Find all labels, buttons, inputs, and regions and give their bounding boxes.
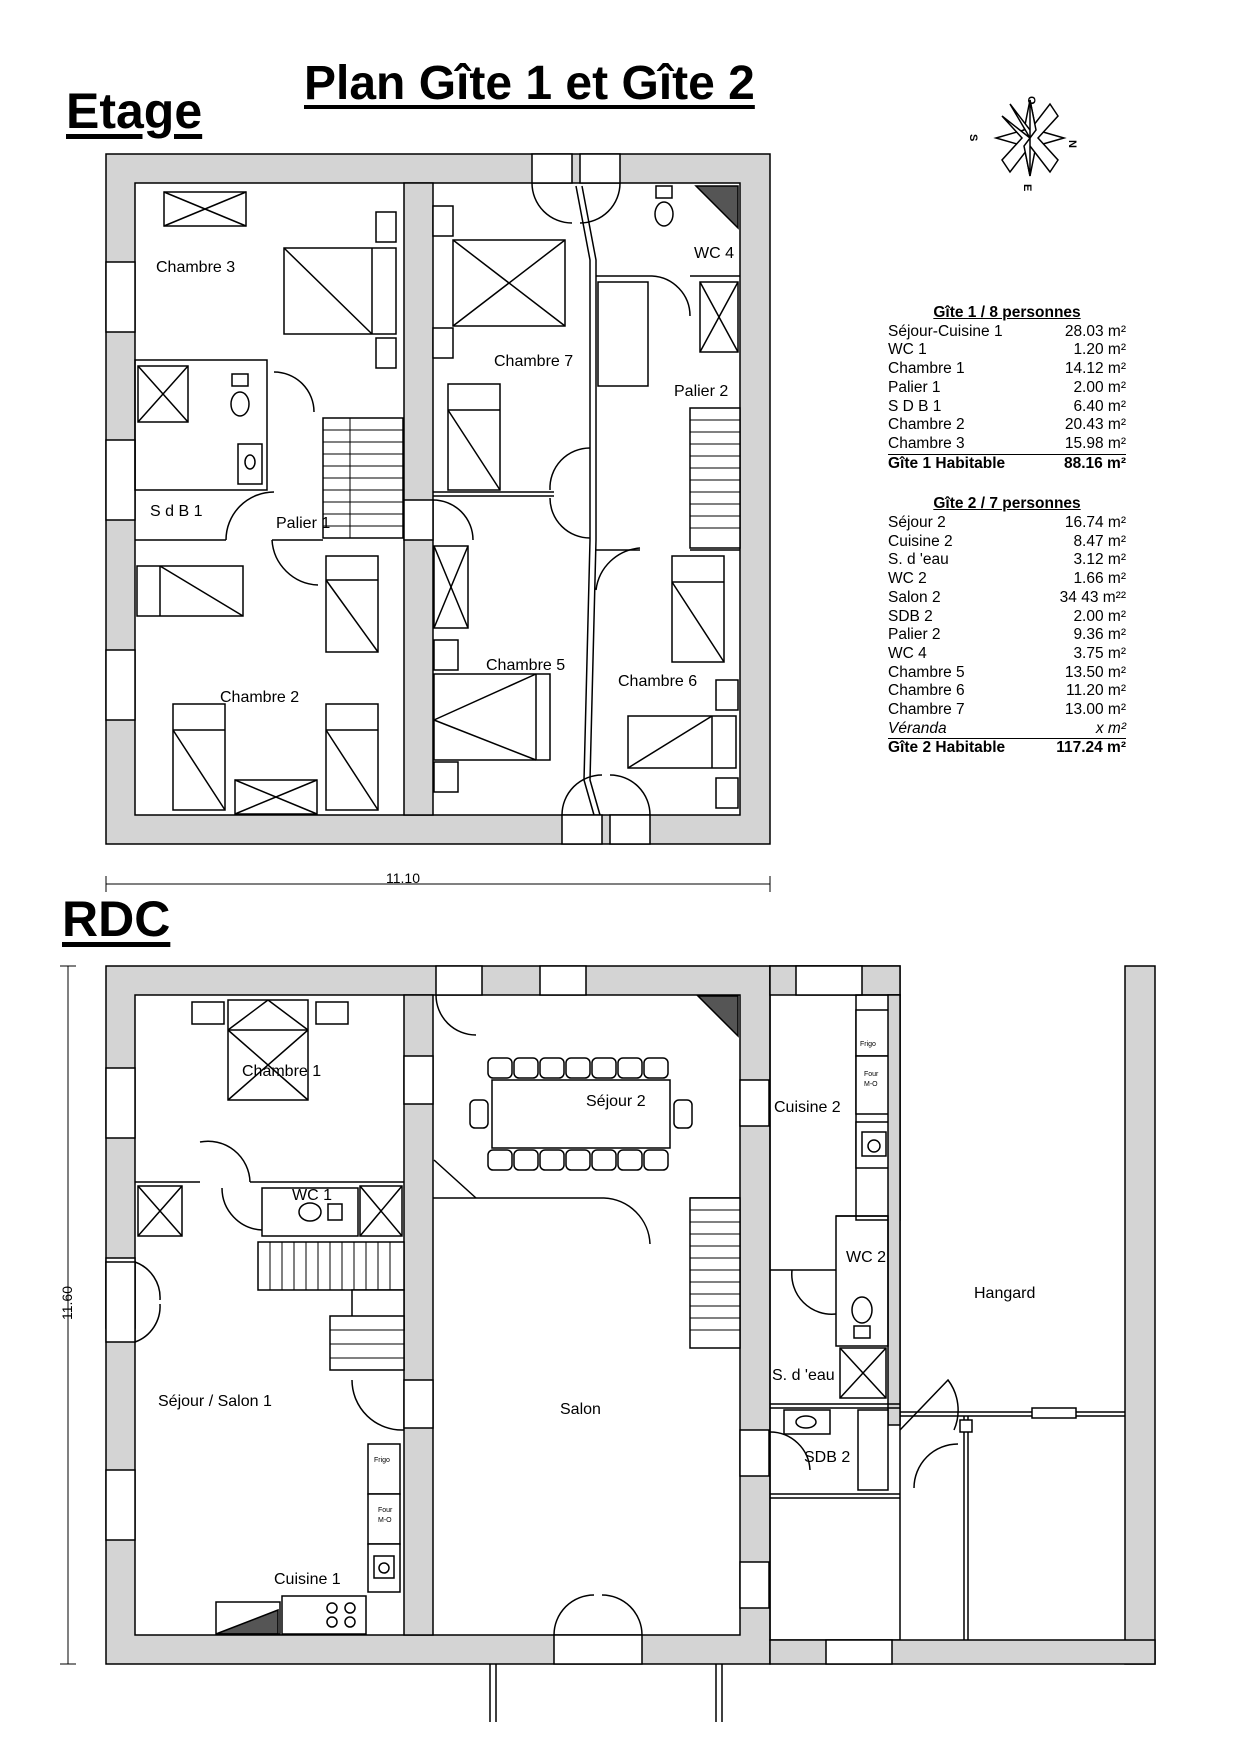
room-label-chambre7: Chambre 7 bbox=[494, 353, 573, 370]
width-dimension-label: 11.10 bbox=[386, 870, 420, 886]
height-dimension bbox=[60, 965, 76, 1665]
gite2-heading: Gîte 2 / 7 personnes bbox=[933, 495, 1081, 513]
appliance-four-1: Four bbox=[378, 1507, 393, 1514]
compass-n: N bbox=[1066, 140, 1078, 148]
room-label-chambre1: Chambre 1 bbox=[242, 1063, 321, 1080]
compass-o: O bbox=[1025, 96, 1037, 105]
room-label-chambre6: Chambre 6 bbox=[618, 673, 697, 690]
room-label-chambre5: Chambre 5 bbox=[486, 657, 565, 674]
room-label-chambre2: Chambre 2 bbox=[220, 689, 299, 706]
upper-floor-plan bbox=[105, 153, 771, 845]
room-label-sejour2: Séjour 2 bbox=[586, 1093, 646, 1110]
appliance-four-2: Four bbox=[864, 1071, 879, 1078]
room-label-hangard: Hangard bbox=[974, 1285, 1035, 1302]
appliance-frigo-1: Frigo bbox=[374, 1457, 390, 1464]
room-label-sdb2: SDB 2 bbox=[804, 1449, 850, 1466]
room-label-palier2: Palier 2 bbox=[674, 383, 728, 400]
room-label-palier1: Palier 1 bbox=[276, 515, 330, 532]
room-label-sejour-salon1: Séjour / Salon 1 bbox=[158, 1393, 272, 1410]
page-title: Plan Gîte 1 et Gîte 2 bbox=[304, 57, 755, 110]
compass-e: E bbox=[1021, 184, 1033, 191]
width-dimension bbox=[105, 876, 771, 892]
section-title-etage: Etage bbox=[66, 83, 203, 139]
room-label-wc2: WC 2 bbox=[846, 1249, 886, 1266]
ground-floor-plan bbox=[105, 965, 1156, 1722]
section-title-rdc: RDC bbox=[62, 891, 171, 947]
room-label-wc4: WC 4 bbox=[694, 245, 734, 262]
appliance-mo-2: M-O bbox=[864, 1081, 878, 1088]
compass-rose-icon bbox=[993, 99, 1067, 177]
gite1-heading: Gîte 1 / 8 personnes bbox=[933, 304, 1081, 321]
room-label-salon: Salon bbox=[560, 1401, 601, 1418]
room-label-chambre3: Chambre 3 bbox=[156, 259, 235, 276]
room-label-cuisine1: Cuisine 1 bbox=[274, 1571, 341, 1588]
room-label-wc1: WC 1 bbox=[292, 1187, 332, 1204]
appliance-mo-1: M-O bbox=[378, 1517, 392, 1524]
height-dimension-label: 11.60 bbox=[59, 1286, 75, 1320]
room-label-seau: S. d 'eau bbox=[772, 1367, 835, 1384]
room-label-cuisine2: Cuisine 2 bbox=[774, 1099, 841, 1116]
room-label-sdb1: S d B 1 bbox=[150, 503, 203, 520]
appliance-frigo-2: Frigo bbox=[860, 1041, 876, 1048]
compass-s: S bbox=[967, 134, 979, 141]
